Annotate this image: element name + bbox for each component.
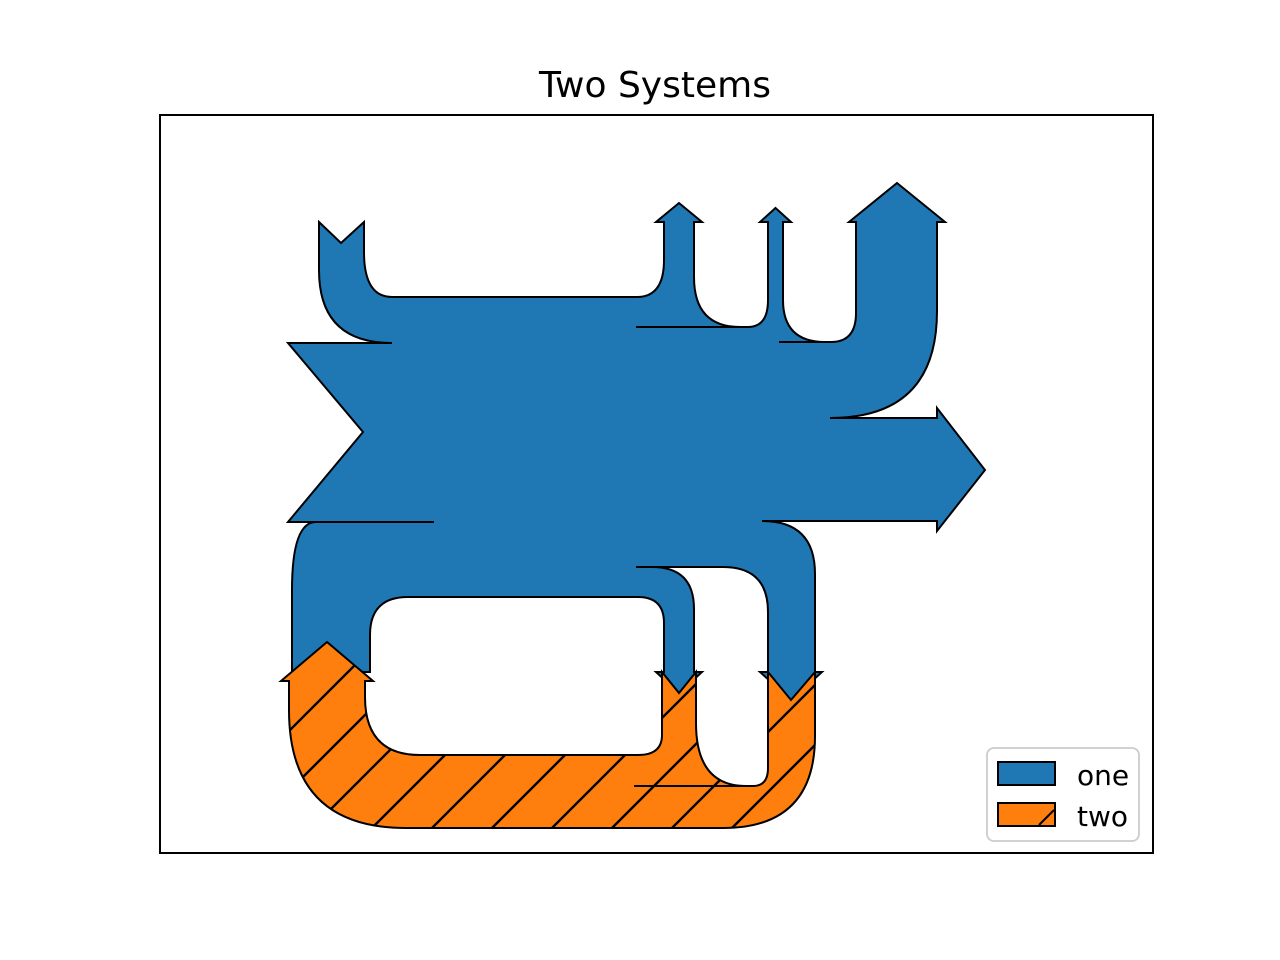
junction-slit-lines: [316, 326, 830, 787]
legend-swatch-two-hatch-line: [1038, 809, 1055, 826]
legend-swatch-two: [997, 802, 1056, 827]
legend-label-two: two: [1077, 800, 1128, 833]
legend: one two: [986, 747, 1140, 842]
sankey-system-one-path: [285, 181, 987, 702]
chart-title: Two Systems: [538, 65, 771, 106]
sankey-system-two-path: [278, 640, 816, 829]
legend-label-one: one: [1077, 759, 1129, 792]
legend-swatch-one: [997, 761, 1056, 786]
